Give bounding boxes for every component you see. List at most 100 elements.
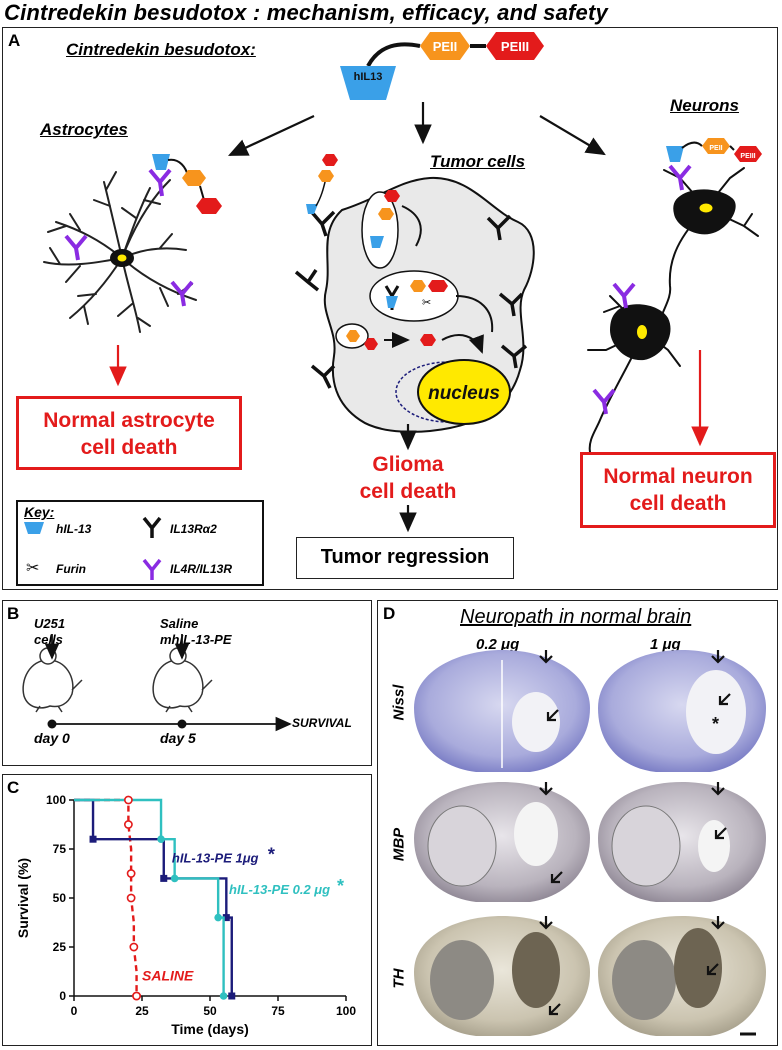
series-marker xyxy=(160,874,168,882)
panel-b-timeline xyxy=(22,634,292,732)
key-hil13-icon xyxy=(24,522,44,534)
series-marker xyxy=(126,893,136,903)
drug-molecule: PEII PEIII hIL13 xyxy=(340,32,544,100)
panel-c-label: C xyxy=(7,778,20,797)
panel-a-label: A xyxy=(8,31,21,50)
arrow-to-astrocytes xyxy=(228,115,315,156)
th-section-1ug xyxy=(598,916,766,1036)
neuron-nucleus-2 xyxy=(637,325,647,339)
series-marker xyxy=(126,869,136,878)
key-title: Key: xyxy=(24,504,55,520)
u251-line1: U251 xyxy=(34,616,66,631)
th-section-0.2ug xyxy=(414,916,590,1036)
day0-label: day 0 xyxy=(34,730,70,746)
panel-a-drawing: PEII PEIII hIL13 xyxy=(24,32,762,580)
svg-text:*: * xyxy=(712,714,719,734)
peii-domain xyxy=(420,32,470,60)
neuron-death-line1: Normal neuron xyxy=(603,465,753,488)
glioma-death-line2: cell death xyxy=(359,480,457,503)
small-drug-molecule xyxy=(152,154,222,214)
key-hil13-label: hIL-13 xyxy=(56,522,92,536)
treatment-line1: Saline xyxy=(160,616,199,631)
treatment-line2: mhIL-13-PE xyxy=(160,632,232,647)
drug-label: Cintredekin besudotox: xyxy=(66,40,256,59)
endosome-3 xyxy=(335,323,436,350)
series-marker xyxy=(89,835,97,843)
glioma-death-line1: Glioma xyxy=(372,453,444,476)
significance-1ug: * xyxy=(268,845,275,865)
series-label-1ug: hIL-13-PE 1μg xyxy=(172,851,259,866)
astrocyte-nucleus xyxy=(117,254,127,262)
x-tick-label: 0 xyxy=(71,1004,78,1018)
series-marker xyxy=(129,942,139,952)
series-marker xyxy=(222,914,230,922)
small-drug-molecule: PEII PEIII xyxy=(666,138,762,162)
scissors-icon: ✂ xyxy=(422,297,431,309)
key-il13ra2-label: IL13Rα2 xyxy=(170,522,217,536)
nissl-section-0.2ug xyxy=(414,650,590,772)
x-axis-label: Time (days) xyxy=(171,1021,249,1037)
peiii-text: PEIII xyxy=(501,39,529,54)
key-il4r-icon xyxy=(142,558,162,580)
x-tick-label: 50 xyxy=(203,1004,217,1018)
series-marker xyxy=(132,991,141,1001)
panel-d xyxy=(377,600,778,1046)
il4r-receptor-icon xyxy=(170,280,194,307)
series-label-02ug: hIL-13-PE 0.2 μg xyxy=(229,882,330,897)
panel-a xyxy=(2,27,778,590)
neuron-death-box: Normal neuron cell death xyxy=(580,452,776,528)
mouse-icon xyxy=(152,647,213,713)
dose-label-1: 0.2 μg xyxy=(476,636,520,653)
brain-sections: * xyxy=(414,650,766,1036)
endosome-2: ✂ xyxy=(369,270,459,322)
y-tick-label: 50 xyxy=(53,891,67,905)
glioma-death-text: Glioma cell death xyxy=(320,451,496,505)
pathway-arrows xyxy=(401,205,492,352)
key-box xyxy=(16,500,264,586)
panel-b xyxy=(2,600,372,766)
y-tick-label: 25 xyxy=(53,940,67,954)
key-il13ra2-icon xyxy=(142,516,162,538)
astrocyte-death-line1: Normal astrocyte xyxy=(43,409,215,432)
il4r-receptor-icon xyxy=(612,282,636,309)
x-tick-label: 75 xyxy=(271,1004,285,1018)
neurons-label: Neurons xyxy=(670,96,739,115)
nucleus xyxy=(417,359,511,425)
tumor-regression-box: Tumor regression xyxy=(296,537,514,579)
astrocytes-label: Astrocytes xyxy=(40,120,128,139)
survival-label: SURVIVAL xyxy=(292,716,352,730)
panel-b-label: B xyxy=(7,604,20,623)
astrocyte-death-line2: cell death xyxy=(80,436,178,459)
il4r-receptor-icon xyxy=(592,388,616,415)
svg-text:PEIII: PEIII xyxy=(740,153,755,160)
series-marker xyxy=(123,795,133,805)
nissl-section-1ug: * xyxy=(598,650,766,772)
panel-d-label: D xyxy=(383,604,396,623)
tumor-cells-label: Tumor cells xyxy=(430,152,526,171)
series-marker xyxy=(219,992,228,1000)
u251-label: U251 cells xyxy=(34,616,65,648)
neuron-nucleus-1 xyxy=(699,203,713,213)
il4r-receptor-icon xyxy=(148,168,172,197)
y-tick-label: 0 xyxy=(59,989,66,1003)
x-tick-label: 25 xyxy=(135,1004,149,1018)
mbp-section-0.2ug xyxy=(414,782,590,902)
y-tick-label: 75 xyxy=(53,842,67,856)
key-scissors-icon: ✂ xyxy=(26,560,39,577)
arrow-to-neurons xyxy=(539,115,606,156)
series-marker xyxy=(157,835,165,843)
treatment-label: Saline mhIL-13-PE xyxy=(160,616,232,648)
mbp-section-1ug xyxy=(598,782,766,902)
small-drug-molecule xyxy=(306,154,338,214)
hil13-text: hIL13 xyxy=(354,71,383,83)
key-furin-label: Furin xyxy=(56,562,86,576)
il13ra2-receptor-icon xyxy=(294,208,528,389)
day5-dot xyxy=(177,719,187,729)
peii-text: PEII xyxy=(433,39,458,54)
neuron-death-line2: cell death xyxy=(629,492,727,515)
hil13-ligand xyxy=(340,66,396,100)
day5-label: day 5 xyxy=(160,730,196,746)
day0-dot xyxy=(47,719,57,729)
il4r-receptor-icon xyxy=(668,164,692,191)
significance-02ug: * xyxy=(337,876,344,896)
